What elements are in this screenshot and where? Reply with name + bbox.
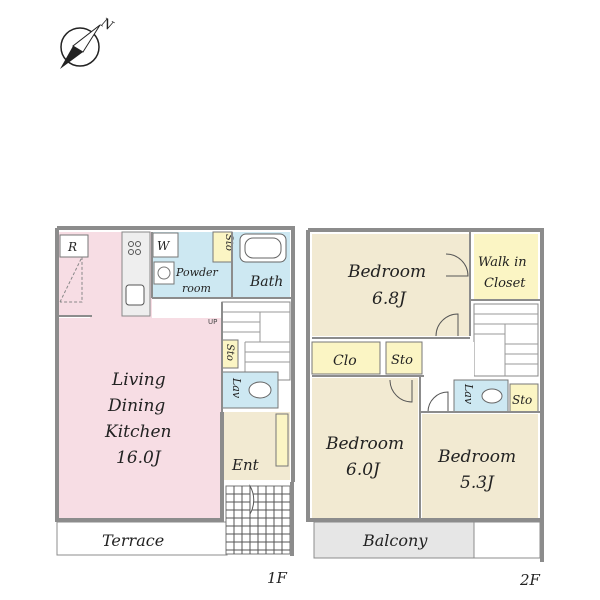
wash-basin — [153, 261, 175, 285]
washer-label: W — [157, 239, 171, 253]
kitchen-sink-icon — [125, 284, 145, 306]
storage-a-label: Sto — [391, 353, 413, 368]
powder-label-2: room — [182, 282, 211, 295]
bedroom-1-fill — [312, 234, 470, 336]
floor-2: Balcony Bedroom 6.8J Walk in Closet Clo … — [306, 228, 544, 589]
floor-1: R W Powder room Sto Bath UP — [55, 226, 295, 587]
bedroom-2-fill — [312, 378, 418, 518]
ldk-label-2: Dining — [107, 396, 165, 416]
lavatory-1f-label: Lav — [230, 377, 243, 399]
refrigerator — [59, 234, 89, 258]
lavatory-2f-label: Lav — [462, 383, 475, 405]
terrace-area — [56, 521, 228, 556]
storage-b-label: Sto — [512, 393, 532, 407]
compass: N — [60, 15, 116, 69]
walkin-closet-fill — [474, 234, 538, 300]
stair-up-label: UP — [208, 318, 217, 326]
bedroom-1-size: 6.8J — [372, 289, 407, 309]
terrace-label: Terrace — [102, 531, 164, 550]
balcony-label: Balcony — [362, 531, 428, 550]
storage-a — [385, 341, 423, 375]
floor-1-label: 1F — [267, 569, 288, 587]
entrance-porch-tiles — [225, 484, 291, 555]
ldk-label-1: Living — [111, 370, 166, 390]
ldk-main-fill — [57, 318, 222, 518]
powder-label-1: Powder — [175, 266, 219, 279]
stairs-2f — [473, 303, 539, 377]
bedroom-1-label: Bedroom — [347, 262, 426, 282]
closet-label: Clo — [333, 353, 357, 369]
ldk-size: 16.0J — [116, 448, 162, 468]
bedroom-2-label: Bedroom — [325, 434, 404, 454]
bath-label: Bath — [249, 274, 283, 290]
pantry-door-swing — [59, 256, 83, 303]
door-swings-2f — [389, 253, 469, 413]
stove-burner-icon — [128, 241, 134, 247]
bedroom-3-fill — [422, 414, 538, 518]
floor-2-label: 2F — [519, 571, 541, 589]
balcony-area — [313, 521, 475, 559]
entrance-label: Ent — [231, 456, 260, 474]
walkin-label-2: Closet — [484, 276, 526, 291]
compass-needle-south — [60, 46, 83, 69]
bedroom-2-size: 6.0J — [346, 460, 381, 480]
bedroom-3-label: Bedroom — [437, 447, 516, 467]
walkin-label-1: Walk in — [478, 255, 527, 270]
bathtub-icon — [239, 233, 287, 263]
bedroom-3-size: 5.3J — [460, 473, 495, 493]
ldk-label-3: Kitchen — [104, 422, 171, 442]
basin-bowl-icon — [157, 266, 171, 280]
storage-top-label: Sto — [223, 234, 234, 251]
toilet-icon — [248, 381, 272, 399]
north-label: N — [97, 15, 116, 34]
closet-2f — [311, 341, 381, 375]
storage-mid-label: Sto — [224, 344, 235, 361]
shoe-closet — [275, 413, 289, 467]
walls-2f — [306, 228, 544, 562]
toilet-2f-icon — [481, 388, 503, 404]
storage-b — [509, 383, 539, 413]
refrigerator-label: R — [67, 240, 77, 254]
